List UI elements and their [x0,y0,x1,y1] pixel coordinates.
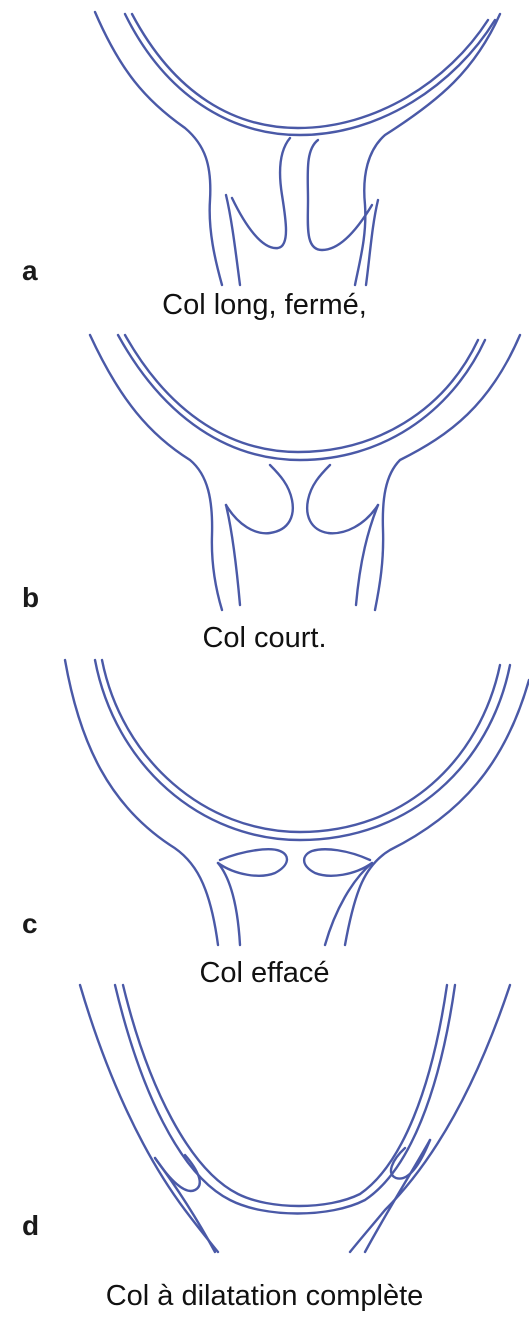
outer-wall-left [90,335,222,610]
outer-wall-left [95,12,222,285]
inner-wall-inner [123,985,447,1206]
cervix-lip-left [232,138,290,248]
inner-wall-inner [132,14,488,128]
inner-wall-inner [102,660,500,832]
panel-b: b Col court. [0,330,529,670]
outer-wall-left [80,985,218,1252]
outer-wall-right [350,985,510,1252]
cervix-long-closed-illustration [0,0,529,290]
panel-a: a Col long, fermé, [0,0,529,340]
panel-letter-c: c [22,908,38,940]
outer-wall-right [375,335,520,610]
panel-letter-a: a [22,255,38,287]
cervix-lip-left [226,465,293,533]
outer-wall-right [345,680,529,945]
caption-b: Col court. [0,622,529,655]
inner-wall-outer [115,985,455,1214]
cervix-lip-right [308,140,372,250]
cervix-lip-left [155,1155,200,1191]
vaginal-wall-right [356,505,378,605]
panel-letter-d: d [22,1210,39,1242]
cervix-lip-left [218,849,287,875]
outer-wall-right [355,14,500,285]
vaginal-wall-left [155,1158,215,1252]
cervix-short-illustration [0,330,529,615]
vaginal-wall-left [218,863,240,945]
outer-wall-left [65,660,218,945]
caption-a: Col long, fermé, [0,289,529,322]
cervix-complete-dilation-illustration [0,980,529,1260]
panel-letter-b: b [22,582,39,614]
cervix-lip-right [307,465,378,533]
panel-d: d Col à dilatation complète [0,980,529,1324]
inner-wall-inner [125,335,478,452]
cervix-effaced-illustration [0,655,529,955]
panel-c: c Col effacé [0,655,529,995]
caption-d: Col à dilatation complète [0,1280,529,1313]
